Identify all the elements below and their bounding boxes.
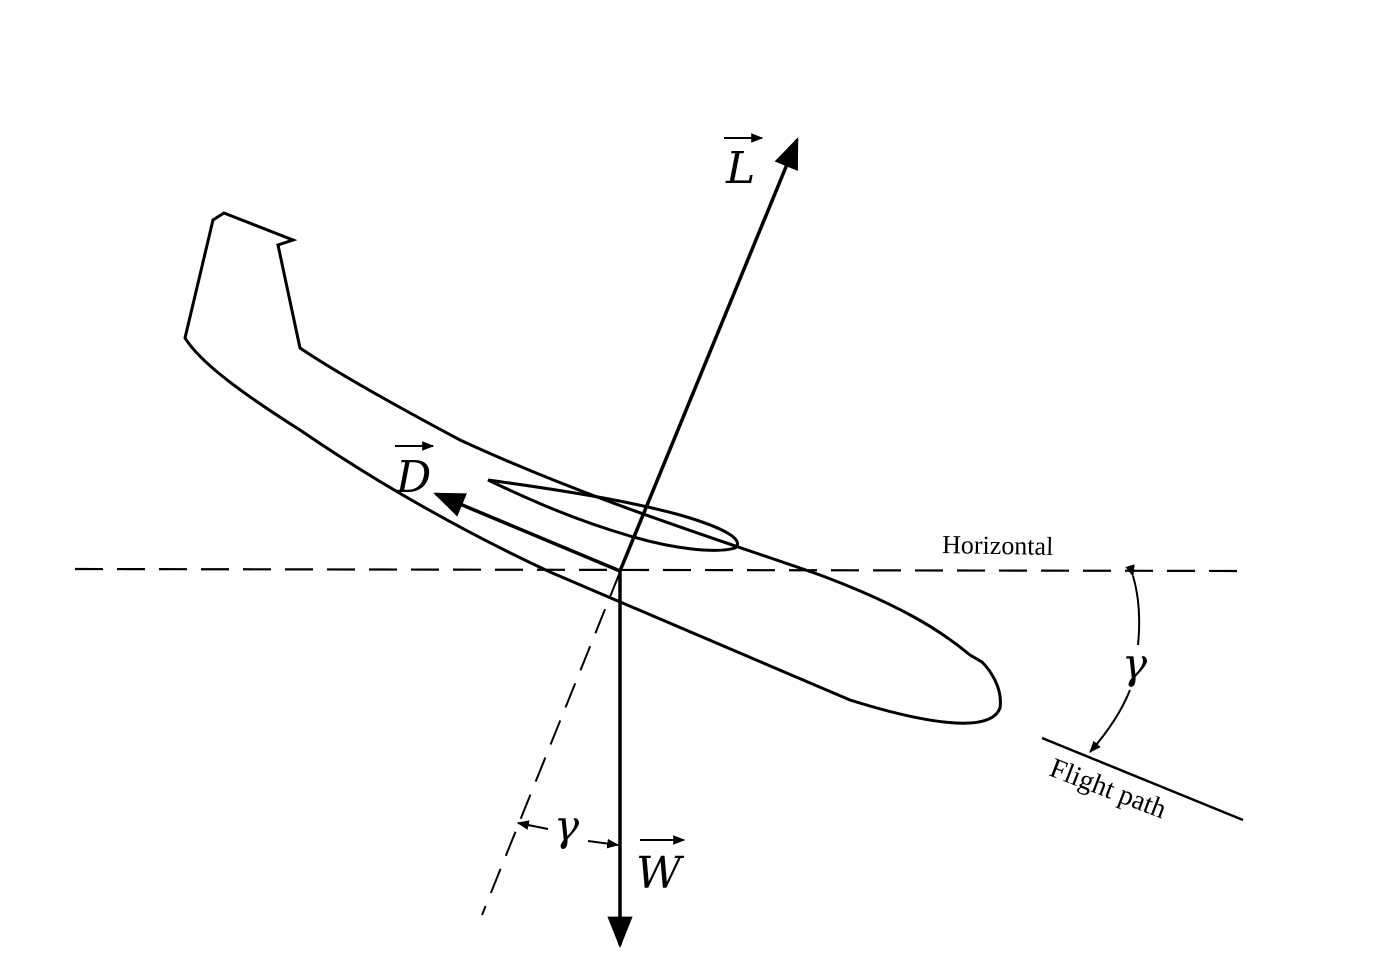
gamma-angle-tick-left — [516, 820, 549, 830]
flight-path-line — [1041, 736, 1244, 822]
lift-arrow — [618, 137, 799, 572]
gamma-label-left: γ — [554, 801, 580, 850]
gamma-label-right: γ — [1122, 639, 1148, 688]
glider-wing — [487, 478, 739, 552]
weight-label-group: W — [636, 835, 686, 899]
flight-path-label: Flight path — [1045, 753, 1170, 826]
drag-arrow — [433, 492, 621, 573]
drag-label-group: D — [395, 441, 435, 503]
horizontal-label: Horizontal — [942, 530, 1054, 561]
gamma-angle-arc-right-lower — [1089, 689, 1131, 753]
horizontal-reference-line — [74, 567, 1251, 573]
drag-label: D — [395, 452, 431, 503]
gamma-angle-tick-right — [587, 838, 620, 849]
glider-fuselage — [183, 211, 1002, 725]
lift-label-group: L — [724, 133, 764, 194]
perpendicular-reference-line — [481, 571, 621, 916]
gamma-angle-arc-right — [1125, 564, 1141, 646]
lift-label: L — [725, 143, 755, 194]
weight-label: W — [636, 848, 685, 899]
